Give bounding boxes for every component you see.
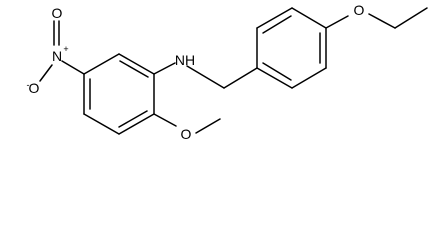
bond-left-ring-inner-2 [118,110,148,128]
ether-o-label: O [354,2,365,18]
bond-right-ring-2 [256,7,293,29]
bond-left-ring-4 [83,113,120,135]
bond-left-ring-6 [83,53,120,75]
bond-right-ring-inner-1 [262,15,292,34]
bonds [39,7,428,135]
bond-right-ring-3 [291,7,327,29]
bond-left-ring-inner-1 [119,60,149,78]
nitro-o-double-label: O [52,5,63,21]
bond-left-ring-3 [118,113,155,135]
bond-methoxy-o-to-ch3 [195,118,221,134]
nitro-o-charge-label: - [27,80,30,90]
bond-ether-o-to-ch2 [368,13,396,29]
amine-nh-label: NH [175,52,195,68]
bond-amine-to-ch2 [186,65,225,89]
atom-labels: O - N + O NH O O [27,2,365,142]
bond-ring-to-amine [153,62,176,75]
bond-right-ring-6 [256,67,293,89]
bond-ring-to-ether-o [325,15,349,29]
bond-ethyl-ch2-to-ch3 [394,7,428,29]
nitro-n-label: N [52,48,62,64]
bond-ring-to-methoxy-o [153,113,177,127]
bond-ch2-to-ring [223,67,258,89]
bond-ring-to-nitro-n [61,60,85,75]
nitro-o-minus-label: O [29,80,40,96]
structure-canvas: O - N + O NH O O [27,2,428,142]
bond-right-ring-5 [291,67,327,89]
bond-left-ring-1 [118,53,155,75]
methoxy-o-label: O [181,126,192,142]
nitro-n-charge-label: + [63,44,68,54]
bond-nitro-n-o-single [39,64,53,82]
bond-right-ring-inner-3 [262,62,292,81]
